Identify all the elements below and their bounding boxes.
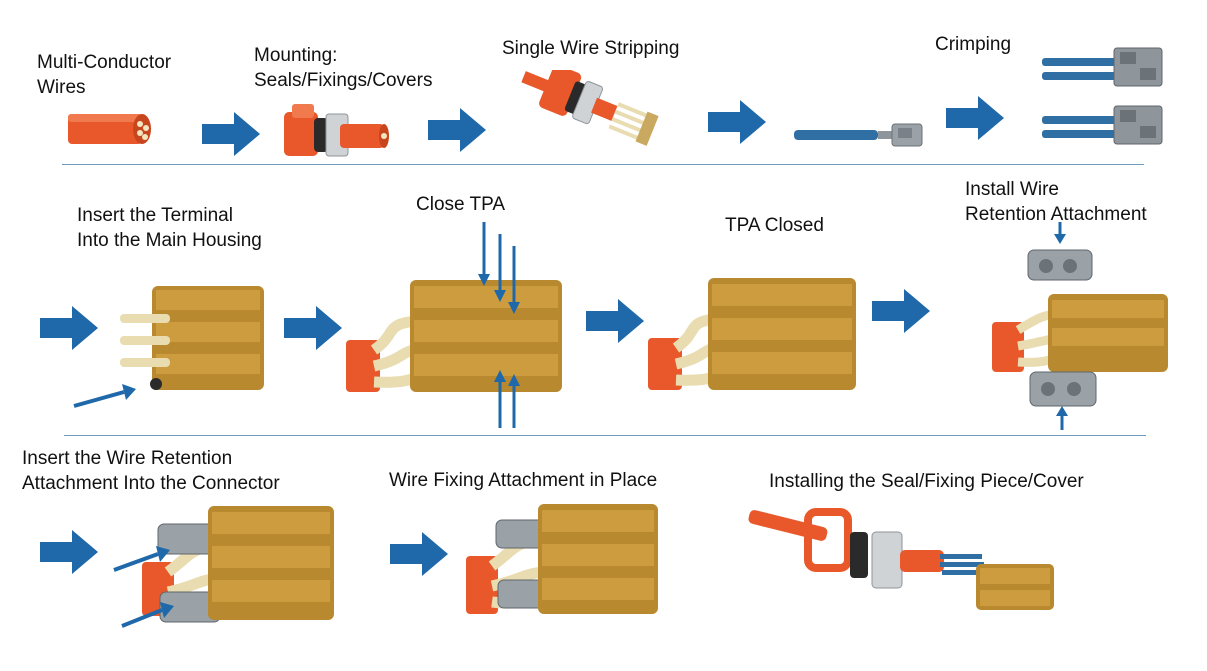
insertion-arrow-icon <box>121 602 174 628</box>
flow-arrow-icon <box>390 532 448 576</box>
step-label-insert-terminal: Insert the Terminal Into the Main Housin… <box>77 205 262 251</box>
step-label-close-tpa: Close TPA <box>416 194 506 215</box>
seal-cover-install-illustration <box>748 508 1054 610</box>
flow-arrow-icon <box>40 306 98 350</box>
flow-arrow-icon <box>202 112 260 156</box>
step-label-multi-conductor-wires: Multi-Conductor Wires <box>37 52 172 98</box>
row-divider <box>62 164 1144 165</box>
flow-arrow-icon <box>40 530 98 574</box>
step-label-installing-seal: Installing the Seal/Fixing Piece/Cover <box>769 471 1084 492</box>
step-label-tpa-closed: TPA Closed <box>725 215 824 236</box>
step-label-single-wire-stripping: Single Wire Stripping <box>502 38 680 59</box>
flow-arrow-icon <box>708 100 766 144</box>
tpa-closed-illustration <box>648 278 856 390</box>
wire-fixing-in-place-illustration <box>466 504 658 614</box>
flow-arrow-icon <box>872 289 930 333</box>
flow-arrow-icon <box>284 306 342 350</box>
step-label-wire-fixing-in-place: Wire Fixing Attachment in Place <box>389 470 658 491</box>
housing-terminal-insert-illustration <box>120 286 264 390</box>
row-divider <box>64 435 1146 436</box>
step-label-install-wire-retention: Install Wire Retention Attachment <box>965 179 1147 225</box>
crimped-wire-illustration <box>794 123 923 147</box>
crimped-wire-set-illustration <box>1042 47 1163 145</box>
step-label-insert-wire-retention: Insert the Wire Retention Attachment Int… <box>22 448 280 494</box>
multi-conductor-cable-illustration <box>68 114 151 144</box>
close-tpa-illustration <box>346 280 562 392</box>
mounting-assembly-illustration <box>284 104 389 157</box>
insertion-arrow-icon <box>494 370 520 428</box>
step-label-mounting: Mounting: Seals/Fixings/Covers <box>254 45 433 91</box>
step-label-crimping: Crimping <box>935 34 1012 55</box>
wire-retention-insert-illustration <box>142 506 334 623</box>
insertion-arrow-icon <box>478 222 520 314</box>
wire-retention-install-illustration <box>992 222 1168 430</box>
insertion-arrow-icon <box>113 546 170 572</box>
flow-arrow-icon <box>586 299 644 343</box>
flow-arrow-icon <box>946 96 1004 140</box>
flow-arrow-icon <box>428 108 486 152</box>
wire-stripping-illustration <box>521 70 659 146</box>
insertion-arrow-icon <box>73 384 136 408</box>
